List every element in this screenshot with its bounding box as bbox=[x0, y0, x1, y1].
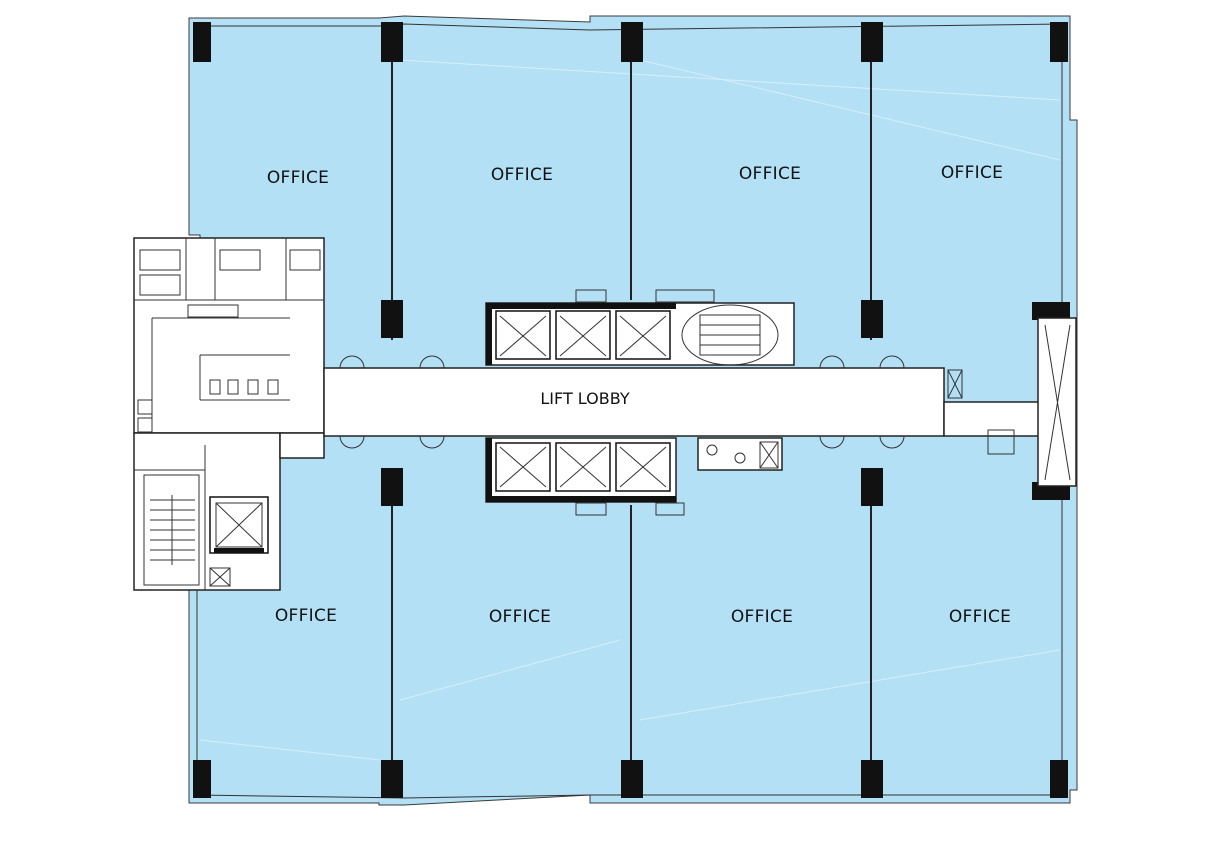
lift-car-x-icon bbox=[495, 310, 551, 360]
lift-car-x-icon bbox=[555, 310, 611, 360]
office-label-top-1: OFFICE bbox=[267, 168, 329, 188]
column bbox=[381, 468, 403, 506]
column bbox=[381, 22, 403, 62]
lift-lobby-label: LIFT LOBBY bbox=[540, 389, 629, 408]
lift-lobby-corridor bbox=[323, 367, 1057, 437]
door-swing-icon bbox=[339, 355, 905, 449]
partitions bbox=[391, 30, 872, 790]
lift-car-x-icon bbox=[209, 496, 269, 554]
stair-icon bbox=[681, 304, 779, 366]
office-label-top-3: OFFICE bbox=[739, 164, 801, 184]
column bbox=[1032, 302, 1070, 320]
column bbox=[193, 760, 211, 798]
south-lift-bank bbox=[485, 437, 783, 516]
lift-car-x-icon bbox=[615, 442, 671, 492]
column bbox=[193, 22, 211, 62]
column bbox=[381, 300, 403, 338]
column bbox=[621, 760, 643, 798]
office-label-bottom-2: OFFICE bbox=[489, 607, 551, 627]
column bbox=[381, 760, 403, 798]
lift-car-x-icon bbox=[555, 442, 611, 492]
office-label-top-4: OFFICE bbox=[941, 163, 1003, 183]
column bbox=[621, 22, 643, 62]
columns bbox=[193, 22, 1070, 798]
stair-icon bbox=[143, 474, 200, 586]
column bbox=[861, 760, 883, 798]
north-lift-bank bbox=[485, 289, 795, 366]
column bbox=[861, 22, 883, 62]
lift-car-x-icon bbox=[495, 442, 551, 492]
column bbox=[861, 300, 883, 338]
column bbox=[861, 468, 883, 506]
office-label-top-2: OFFICE bbox=[491, 165, 553, 185]
west-core bbox=[133, 237, 325, 591]
sightlines bbox=[199, 59, 1061, 761]
east-core bbox=[987, 317, 1077, 487]
office-label-bottom-1: OFFICE bbox=[275, 606, 337, 626]
office-label-bottom-3: OFFICE bbox=[731, 607, 793, 627]
lift-car-x-icon bbox=[615, 310, 671, 360]
column bbox=[1050, 760, 1068, 798]
office-label-bottom-4: OFFICE bbox=[949, 607, 1011, 627]
column bbox=[1050, 22, 1068, 62]
